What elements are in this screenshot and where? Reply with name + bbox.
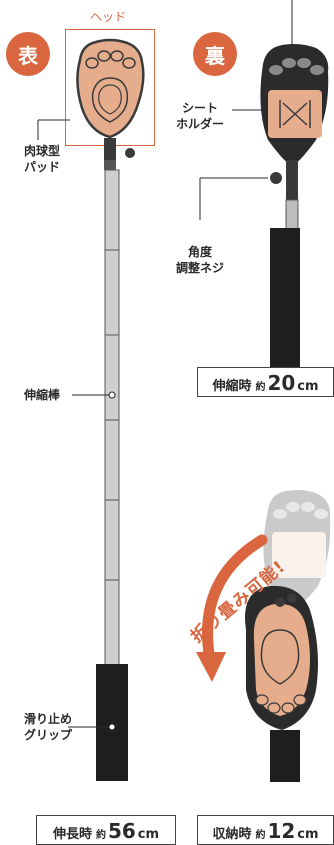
- shrunk-length-box: 伸縮時 約 20 cm: [197, 367, 334, 397]
- back-grip: [270, 228, 300, 370]
- front-grip: [96, 664, 128, 781]
- grip-label: 滑り止め グリップ: [24, 712, 73, 742]
- rod-label: 伸縮棒: [24, 388, 61, 402]
- back-badge: 裏: [193, 32, 237, 76]
- angle-screw-label: 角度 調整ネジ: [175, 245, 224, 275]
- fold-arrow-icon: [202, 534, 268, 666]
- folded-paw-pad-icon: [245, 585, 318, 730]
- paw-pad-icon: [76, 38, 145, 139]
- front-neck: [104, 138, 116, 160]
- front-badge: 表: [6, 32, 50, 76]
- sheet-holder-label: シート ホルダー: [175, 101, 224, 131]
- head-label: ヘッド: [90, 10, 127, 24]
- front-knob-icon: [125, 148, 135, 158]
- sheet-holder-icon: [260, 44, 329, 166]
- angle-screw-icon: [270, 172, 282, 184]
- stored-length-box: 収納時 約 12 cm: [197, 815, 334, 845]
- folded-grip: [270, 730, 300, 782]
- pad-label: 肉球型 パッド: [24, 144, 61, 174]
- folded-faded-head: [263, 490, 331, 610]
